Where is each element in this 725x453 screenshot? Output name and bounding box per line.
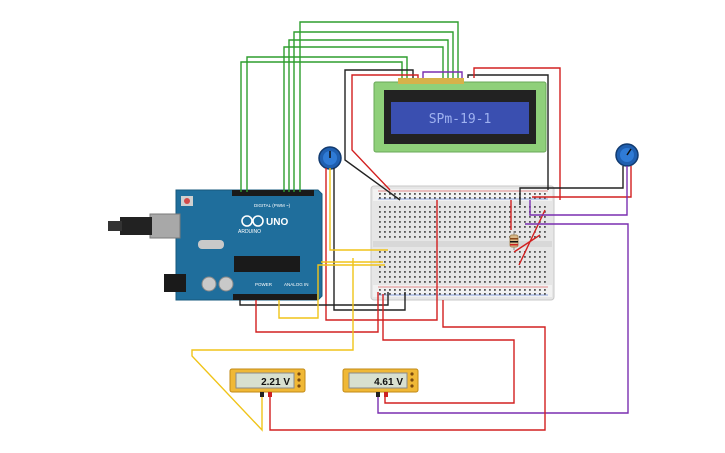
multimeter-1[interactable]: 2.21 V <box>229 368 306 397</box>
digital-header-label: DIGITAL (PWM ~) <box>254 203 291 208</box>
red-wire-lcd-1 <box>351 74 419 191</box>
red-wire-meter-2 <box>382 294 515 404</box>
lcd-16x2-display[interactable]: SPm-19-1 <box>373 78 547 153</box>
analog-header-label: ANALOG IN <box>284 282 309 287</box>
black-wire-pot-left <box>333 168 406 311</box>
yellow-wire-pot-left <box>329 168 388 251</box>
red-wire-lcd-2 <box>473 67 561 200</box>
multimeter-1-reading: 2.21 V <box>261 377 290 388</box>
green-wire-4 <box>288 39 449 192</box>
breadboard[interactable] <box>370 185 555 301</box>
purple-wire-pot-right <box>529 166 628 216</box>
multimeter-2-reading: 4.61 V <box>374 377 403 388</box>
breadboard-holes <box>379 193 546 295</box>
yellow-wire-meter-1 <box>191 258 354 432</box>
red-wire-pot-left <box>325 168 438 321</box>
green-wire-3 <box>283 46 444 192</box>
reset-button[interactable] <box>184 198 190 204</box>
potentiometer-right[interactable] <box>615 143 639 167</box>
arduino-uno-board[interactable]: UNO ARDUINO DIGITAL (PWM ~) POWER ANALOG… <box>108 189 323 301</box>
black-wire-lcd-2 <box>467 74 549 190</box>
black-wire-pot-right <box>519 166 624 205</box>
red-jumper-4 <box>518 209 546 266</box>
purple-wire-lcd <box>422 71 463 78</box>
green-wire-2 <box>246 56 408 192</box>
wires <box>191 21 632 432</box>
potentiometer-left[interactable] <box>318 146 342 170</box>
arduino-model-label: UNO <box>266 217 288 228</box>
arduino-logo-icon <box>241 215 264 227</box>
green-wire-5 <box>293 31 454 192</box>
red-jumper-3 <box>513 234 541 253</box>
red-wire-5v <box>255 292 379 333</box>
green-wire-6 <box>299 21 459 192</box>
red-wire-pot-right <box>532 166 632 198</box>
red-wire-meter-1 <box>269 300 546 431</box>
resistor[interactable] <box>509 231 519 250</box>
black-wire-lcd-1 <box>344 69 414 201</box>
lcd-text: SPm-19-1 <box>429 112 492 127</box>
purple-wire-meter-2 <box>377 223 629 414</box>
arduino-logo-label: ARDUINO <box>238 229 261 235</box>
multimeter-2[interactable]: 4.61 V <box>342 368 419 397</box>
black-wire-gnd <box>239 292 389 306</box>
power-header-label: POWER <box>255 282 273 287</box>
yellow-wire-a0 <box>278 264 385 319</box>
lcd-pins <box>398 78 464 84</box>
